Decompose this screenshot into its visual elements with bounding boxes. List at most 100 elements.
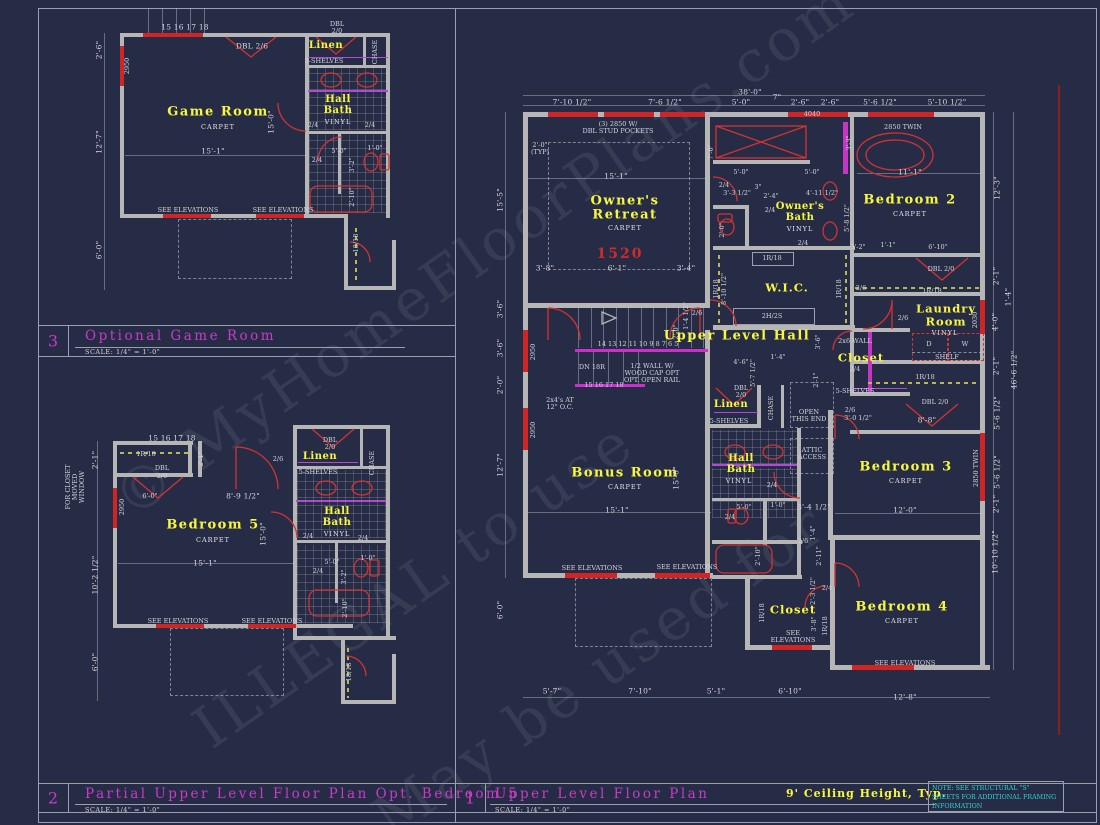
shelf-line bbox=[298, 462, 358, 463]
dimension-label: 1'-0" bbox=[770, 500, 786, 509]
dimension-label: DBL bbox=[329, 19, 345, 28]
dashed-outline bbox=[178, 219, 292, 279]
window-marker bbox=[113, 488, 117, 528]
dimension-label: 2'-1" bbox=[811, 372, 820, 388]
wall-segment bbox=[797, 503, 801, 578]
dim-line bbox=[523, 95, 985, 96]
dimension-label: 4'-6" bbox=[733, 357, 749, 366]
finish-label: CARPET bbox=[195, 535, 231, 544]
dim-line bbox=[505, 112, 506, 578]
wall-segment bbox=[705, 330, 710, 578]
dimension-label: 2/6 bbox=[897, 313, 909, 322]
stair-rail bbox=[575, 349, 708, 352]
dimension-label: DBL bbox=[733, 383, 749, 392]
room-label: Linen bbox=[308, 40, 344, 51]
wall-segment bbox=[850, 292, 985, 296]
sink-icon bbox=[822, 221, 838, 241]
wall-segment bbox=[293, 540, 390, 543]
dimension-label: 2H/2S bbox=[761, 311, 783, 320]
dimension-label: 12" O.C. bbox=[546, 402, 574, 411]
dimension-label: 6'-0" bbox=[90, 652, 100, 672]
shelf-dashed bbox=[912, 352, 982, 354]
dimension-label: 5'-7 1/2" bbox=[748, 359, 757, 387]
dimension-label: 2'-10" bbox=[347, 187, 356, 207]
dashed-outline bbox=[575, 578, 712, 647]
dim-line bbox=[104, 33, 105, 290]
window-marker bbox=[120, 46, 124, 86]
wall-segment bbox=[338, 134, 341, 194]
window-marker bbox=[868, 112, 934, 117]
dimension-label: 2/4 bbox=[302, 531, 314, 540]
dimension-label: 18/18 bbox=[344, 662, 353, 682]
finish-label: CARPET bbox=[200, 122, 236, 131]
dimension-label: CHASE bbox=[766, 395, 775, 421]
dimension-label: SEE ELEVATIONS bbox=[561, 563, 623, 572]
dimension-label: 1/2 WALL W/ bbox=[630, 361, 674, 370]
dimension-label: 2'-6" bbox=[820, 97, 840, 107]
dimension-label: 15 16 17 18 bbox=[148, 433, 196, 443]
dimension-label: 5'-0" bbox=[324, 557, 340, 566]
wall-segment bbox=[523, 112, 985, 117]
dimension-label: ELEVATIONS bbox=[770, 635, 816, 644]
dimension-label: 15 16 17 18 bbox=[161, 22, 209, 32]
dimension-label: 2'-0" bbox=[495, 375, 505, 395]
dimension-label: 15'-1" bbox=[605, 505, 629, 515]
window-marker bbox=[660, 112, 705, 117]
wall-segment bbox=[745, 578, 750, 650]
finish-label: VINYL bbox=[324, 117, 352, 126]
dimension-label: 2/0 bbox=[324, 442, 336, 451]
framing-note-line: NOTE: SEE STRUCTURAL "S" bbox=[932, 785, 1030, 792]
rod-shelf-line bbox=[718, 255, 720, 323]
dimension-label: WINDOW bbox=[77, 470, 86, 504]
dimension-label: SEE ELEVATIONS bbox=[656, 562, 718, 571]
room-label: Bath bbox=[726, 464, 756, 475]
dimension-label: 5'-0" bbox=[804, 167, 820, 176]
wall-segment bbox=[293, 636, 396, 640]
wall-segment bbox=[113, 441, 117, 628]
dimension-label: 2'-0" bbox=[717, 222, 726, 238]
dim-line bbox=[993, 112, 994, 670]
wall-segment bbox=[293, 466, 390, 469]
detail-title-1: Upper Level Floor Plan bbox=[495, 786, 710, 802]
dimension-label: 12'-7" bbox=[495, 453, 505, 477]
wall-segment bbox=[712, 540, 802, 544]
wall-segment bbox=[305, 131, 390, 134]
dimension-label: 1R/18 bbox=[922, 286, 942, 295]
wall-segment bbox=[712, 498, 801, 501]
window-marker bbox=[256, 214, 304, 218]
border-line bbox=[38, 8, 1097, 9]
wall-segment bbox=[386, 425, 390, 640]
dimension-label: SEE bbox=[786, 628, 800, 637]
finish-label: CARPET bbox=[892, 209, 928, 218]
dim-line bbox=[640, 308, 642, 348]
stair-arrow-icon bbox=[601, 311, 618, 325]
wall-accent bbox=[843, 122, 848, 174]
room-label: Bedroom 2 bbox=[863, 192, 957, 208]
dimension-label: 15 16 17 18 bbox=[584, 380, 624, 389]
finish-label: VINYL bbox=[323, 529, 351, 538]
dimension-label: 2'-1" bbox=[991, 494, 1001, 514]
dimension-label: 5-SHELVES bbox=[304, 56, 344, 65]
shower-icon bbox=[715, 125, 807, 159]
shelf-line bbox=[714, 412, 758, 413]
dimension-label: 5-SHELVES bbox=[298, 467, 338, 476]
dimension-label: 2'-1" bbox=[991, 356, 1001, 376]
detail-title-3: Optional Game Room bbox=[85, 328, 277, 344]
dimension-label: 5'-0" bbox=[736, 502, 752, 511]
wall-segment bbox=[830, 540, 835, 670]
dimension-label: 2/6 bbox=[797, 536, 809, 545]
room-label: Bedroom 3 bbox=[859, 459, 953, 475]
dimension-label: 8'-9 1/2" bbox=[226, 491, 260, 501]
dashed-outline bbox=[790, 382, 834, 428]
dimension-label: 3'-6" bbox=[495, 299, 505, 319]
dimension-label: 2'-10" bbox=[753, 546, 762, 566]
wall-segment bbox=[198, 441, 202, 477]
wall-segment bbox=[713, 325, 855, 330]
room-label: Bath bbox=[322, 517, 352, 528]
dimension-label: SEE ELEVATIONS bbox=[241, 616, 303, 625]
dimension-label: 8'-8" bbox=[917, 415, 937, 425]
dimension-label: 2/4 bbox=[766, 480, 778, 489]
dimension-label: 5-SHELVES bbox=[835, 386, 875, 395]
wall-segment bbox=[113, 441, 193, 445]
wall-segment bbox=[763, 500, 767, 545]
